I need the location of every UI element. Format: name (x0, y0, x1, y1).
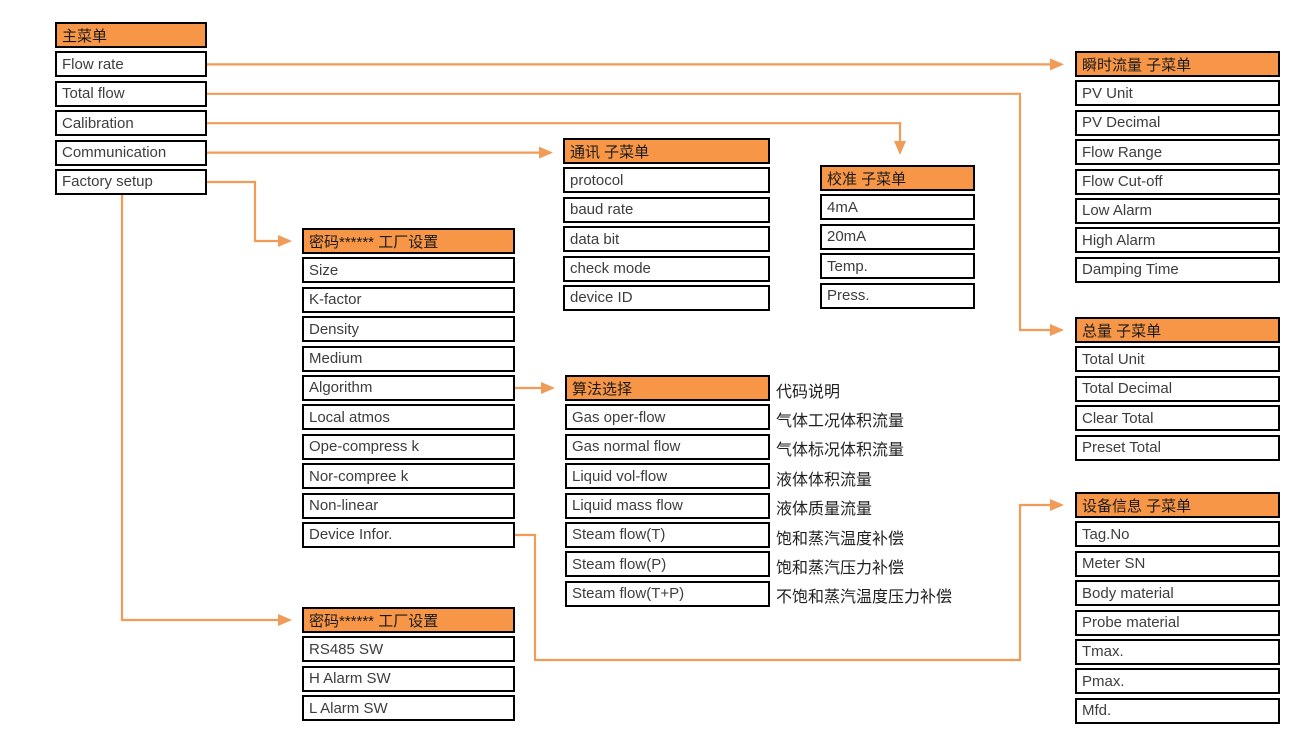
menu-item: Flow Cut-off (1075, 168, 1280, 195)
algorithm-submenu-header: 算法选择 (565, 375, 770, 401)
menu-item: Device Infor. (302, 521, 515, 548)
algorithm-code-description: 液体质量流量 (776, 501, 873, 519)
communication-submenu-header: 通讯 子菜单 (563, 138, 770, 164)
menu-item: H Alarm SW (302, 665, 515, 692)
menu-item: Medium (302, 345, 515, 372)
menu-item: Total flow (55, 80, 207, 107)
menu-item: Gas oper-flow (565, 404, 770, 431)
algorithm-code-description: 饱和蒸汽温度补偿 (776, 530, 905, 548)
menu-item: Gas normal flow (565, 433, 770, 460)
menu-item: Damping Time (1075, 256, 1280, 283)
menu-item: Size (302, 257, 515, 284)
menu-item: Nor-compree k (302, 463, 515, 490)
total-flow-submenu-header: 总量 子菜单 (1075, 317, 1280, 343)
menu-item: K-factor (302, 286, 515, 313)
menu-item: Pmax. (1075, 668, 1280, 695)
menu-item: Body material (1075, 580, 1280, 607)
factory-setup-menu-2-header: 密码****** 工厂设置 (302, 607, 515, 633)
menu-item: Probe material (1075, 609, 1280, 636)
menu-item: Non-linear (302, 492, 515, 519)
menu-item: PV Unit (1075, 80, 1280, 107)
menu-item: Algorithm (302, 374, 515, 401)
menu-item: Mfd. (1075, 697, 1280, 724)
menu-item: check mode (563, 255, 770, 282)
menu-item: Factory setup (55, 168, 207, 195)
algorithm-code-description: 气体工况体积流量 (776, 413, 905, 431)
algorithm-code-description: 饱和蒸汽压力补偿 (776, 560, 905, 578)
menu-item: Communication (55, 139, 207, 166)
menu-item: Density (302, 316, 515, 343)
menu-item: baud rate (563, 196, 770, 223)
algorithm-code-description: 气体标况体积流量 (776, 442, 905, 460)
menu-item: Total Unit (1075, 346, 1280, 373)
menu-item: Tag.No (1075, 521, 1280, 548)
menu-item: Tmax. (1075, 638, 1280, 665)
algorithm-code-description: 液体体积流量 (776, 471, 873, 489)
connector-main-menu-to-password2 (120, 195, 292, 626)
menu-item: Flow rate (55, 51, 207, 78)
menu-item: Local atmos (302, 404, 515, 431)
menu-item: Press. (820, 282, 975, 309)
menu-item: Preset Total (1075, 434, 1280, 461)
menu-item: Steam flow(T+P) (565, 580, 770, 607)
menu-item: Flow Range (1075, 139, 1280, 166)
menu-item: 4mA (820, 194, 975, 221)
menu-item: Steam flow(P) (565, 551, 770, 578)
algorithm-code-description: 代码说明 (776, 383, 841, 401)
menu-item: Ope-compress k (302, 433, 515, 460)
menu-item: Clear Total (1075, 405, 1280, 432)
connector-factory-setup-to-password (207, 180, 292, 247)
menu-item: Low Alarm (1075, 197, 1280, 224)
menu-item: PV Decimal (1075, 109, 1280, 136)
algorithm-code-descriptions: 代码说明气体工况体积流量气体标况体积流量液体体积流量液体质量流量饱和蒸汽温度补偿… (776, 375, 952, 610)
menu-item: device ID (563, 284, 770, 311)
menu-item: Meter SN (1075, 550, 1280, 577)
menu-item: protocol (563, 167, 770, 194)
menu-item: Liquid mass flow (565, 492, 770, 519)
menu-item: High Alarm (1075, 227, 1280, 254)
menu-item: Temp. (820, 253, 975, 280)
factory-setup-menu-header: 密码****** 工厂设置 (302, 228, 515, 254)
calibration-submenu-header: 校准 子菜单 (820, 165, 975, 191)
menu-item: Calibration (55, 110, 207, 137)
device-info-submenu-header: 设备信息 子菜单 (1075, 492, 1280, 518)
menu-item: Steam flow(T) (565, 521, 770, 548)
main-menu-header: 主菜单 (55, 22, 207, 48)
menu-item: Total Decimal (1075, 375, 1280, 402)
menu-item: RS485 SW (302, 636, 515, 663)
menu-item: 20mA (820, 223, 975, 250)
connector-calibration-to-calibration-sub (207, 122, 906, 155)
algorithm-code-description: 不饱和蒸汽温度压力补偿 (776, 589, 953, 607)
menu-item: L Alarm SW (302, 695, 515, 722)
menu-item: data bit (563, 226, 770, 253)
instant-flow-submenu-header: 瞬时流量 子菜单 (1075, 51, 1280, 77)
menu-item: Liquid vol-flow (565, 463, 770, 490)
